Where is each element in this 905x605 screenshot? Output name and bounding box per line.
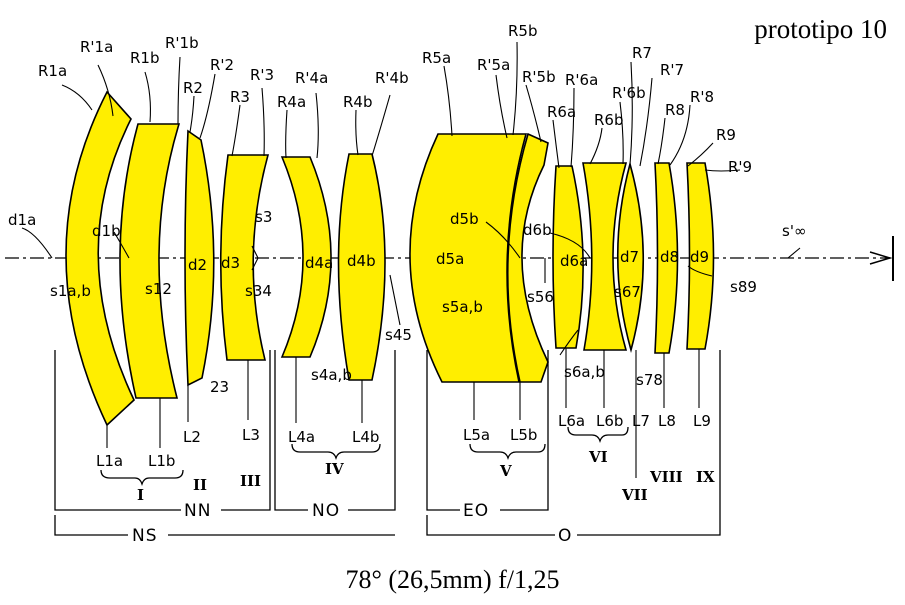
assembly-NS: NS (132, 526, 158, 546)
label-s67: s67 (614, 283, 641, 301)
label-R1a-prime: R'1a (80, 38, 113, 56)
label-s23: 23 (210, 378, 229, 396)
lens-L5a (409, 133, 528, 383)
label-R6b-prime: R'6b (612, 84, 646, 102)
lens-L5b (506, 132, 549, 383)
label-L9: L9 (693, 412, 711, 430)
label-s56: s56 (527, 288, 554, 306)
label-d5a: d5a (436, 250, 464, 268)
label-L6a: L6a (558, 412, 585, 430)
label-s1ab: s1a,b (50, 282, 91, 300)
label-R4a: R4a (277, 93, 306, 111)
group-V: V (499, 462, 512, 480)
label-d2: d2 (188, 256, 207, 274)
label-d4b: d4b (347, 252, 376, 270)
label-R4a-prime: R'4a (295, 69, 328, 87)
label-R1b-prime: R'1b (165, 34, 199, 52)
label-R1a: R1a (38, 62, 67, 80)
label-R5b: R5b (508, 22, 538, 40)
page-title: prototipo 10 (754, 14, 887, 44)
label-s6ab: s6a,b (564, 363, 605, 381)
label-R5a: R5a (422, 49, 451, 67)
label-d6a: d6a (560, 252, 588, 270)
axis-arrow-icon (869, 251, 893, 265)
label-L5b: L5b (510, 426, 537, 444)
label-R9: R9 (716, 126, 736, 144)
label-L4b: L4b (352, 428, 379, 446)
label-R2: R2 (183, 79, 203, 97)
label-R4b: R4b (343, 93, 373, 111)
label-R6a: R6a (547, 103, 576, 121)
label-d5b: d5b (450, 210, 479, 228)
label-d3: d3 (221, 254, 240, 272)
label-R7: R7 (632, 44, 652, 62)
label-d6b: d6b (523, 221, 552, 239)
label-R9-prime: R'9 (728, 158, 752, 176)
label-s4ab: s4a,b (311, 366, 352, 384)
lens-L6a (552, 165, 584, 349)
label-L3: L3 (242, 426, 260, 444)
lens-L4a (280, 156, 332, 358)
label-L2: L2 (183, 428, 201, 446)
label-R4b-prime: R'4b (375, 69, 409, 87)
label-L1b: L1b (148, 452, 175, 470)
label-R6b: R6b (594, 111, 624, 129)
label-R3: R3 (230, 88, 250, 106)
label-s78: s78 (636, 371, 663, 389)
label-s3: s3 (255, 208, 272, 226)
lens-L1b (119, 123, 181, 399)
group-VI: VI (588, 448, 608, 466)
label-s12: s12 (145, 280, 172, 298)
label-L7: L7 (632, 412, 650, 430)
group-IV: IV (325, 460, 344, 478)
label-R5b-prime: R'5b (522, 68, 556, 86)
label-d7: d7 (620, 248, 639, 266)
label-L4a: L4a (288, 428, 315, 446)
label-d1b: d1b (92, 222, 121, 240)
label-R8-prime: R'8 (690, 88, 714, 106)
label-d8: d8 (660, 248, 679, 266)
lens-L1a (65, 90, 135, 427)
label-R2-prime: R'2 (210, 56, 234, 74)
label-R6a-prime: R'6a (565, 71, 598, 89)
lens-L7 (616, 160, 645, 353)
label-s34: s34 (245, 282, 272, 300)
group-VII: VII (621, 486, 648, 504)
label-L5a: L5a (463, 426, 490, 444)
assembly-EO: EO (463, 501, 489, 521)
label-s45: s45 (385, 326, 412, 344)
group-III: III (240, 472, 261, 490)
assembly-NN: NN (184, 501, 211, 521)
lens-L6b (582, 162, 628, 351)
label-L8: L8 (658, 412, 676, 430)
lens-L2 (184, 129, 215, 387)
label-R8: R8 (665, 101, 685, 119)
lens-L8 (654, 162, 679, 354)
label-d9: d9 (690, 248, 709, 266)
lens-L9 (686, 162, 715, 350)
label-R7-prime: R'7 (660, 61, 684, 79)
label-d4a: d4a (305, 254, 333, 272)
assembly-O: O (558, 526, 572, 546)
label-s89: s89 (730, 278, 757, 296)
label-d1a: d1a (8, 211, 36, 229)
group-VIII: VIII (649, 468, 683, 486)
group-IX: IX (696, 468, 715, 486)
label-L6b: L6b (596, 412, 623, 430)
group-II: II (193, 476, 207, 494)
label-s5ab: s5a,b (442, 298, 483, 316)
label-s-infinity: s'∞ (782, 222, 806, 240)
label-L1a: L1a (96, 452, 123, 470)
assembly-NO: NO (312, 501, 340, 521)
group-I: I (137, 486, 144, 504)
label-R3-prime: R'3 (250, 66, 274, 84)
label-R5a-prime: R'5a (477, 56, 510, 74)
label-R1b: R1b (130, 49, 160, 67)
figure-caption: 78° (26,5mm) f/1,25 (345, 565, 560, 594)
lens-L4b (337, 153, 386, 381)
lens-L3 (219, 154, 270, 361)
